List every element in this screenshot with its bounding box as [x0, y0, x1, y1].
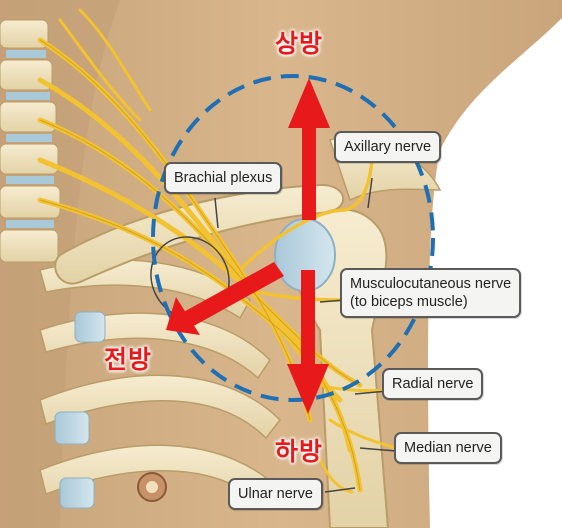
superior-arrow [288, 78, 330, 128]
anterior-arrow [166, 297, 200, 335]
superior-label: 상방 [275, 29, 324, 58]
inferior-arrow [287, 364, 329, 414]
inferior-label: 하방 [275, 437, 324, 466]
musculocutaneous-line1: Musculocutaneous nerve [350, 276, 512, 292]
direction-arrows [166, 78, 330, 414]
musculocutaneous-nerve-label: Musculocutaneous nerve (to biceps muscle… [340, 268, 522, 318]
radial-nerve-label: Radial nerve [382, 368, 484, 400]
ulnar-nerve-text: Ulnar nerve [238, 486, 313, 502]
rib-cartilage [54, 311, 106, 509]
vertebrae [0, 19, 61, 263]
brachial-plexus-label: Brachial plexus [164, 162, 283, 194]
dashed-region-circle [151, 74, 435, 402]
anterior-label: 전방 [104, 345, 153, 374]
median-nerve-label: Median nerve [394, 432, 502, 464]
musculocutaneous-line2: (to biceps muscle) [350, 294, 468, 310]
median-nerve-text: Median nerve [404, 440, 492, 456]
ulnar-nerve-label: Ulnar nerve [228, 478, 323, 510]
axillary-nerve-label: Axillary nerve [334, 131, 442, 163]
axillary-nerve-text: Axillary nerve [344, 139, 432, 155]
brachial-plexus-text: Brachial plexus [174, 170, 273, 186]
radial-nerve-text: Radial nerve [392, 376, 474, 392]
